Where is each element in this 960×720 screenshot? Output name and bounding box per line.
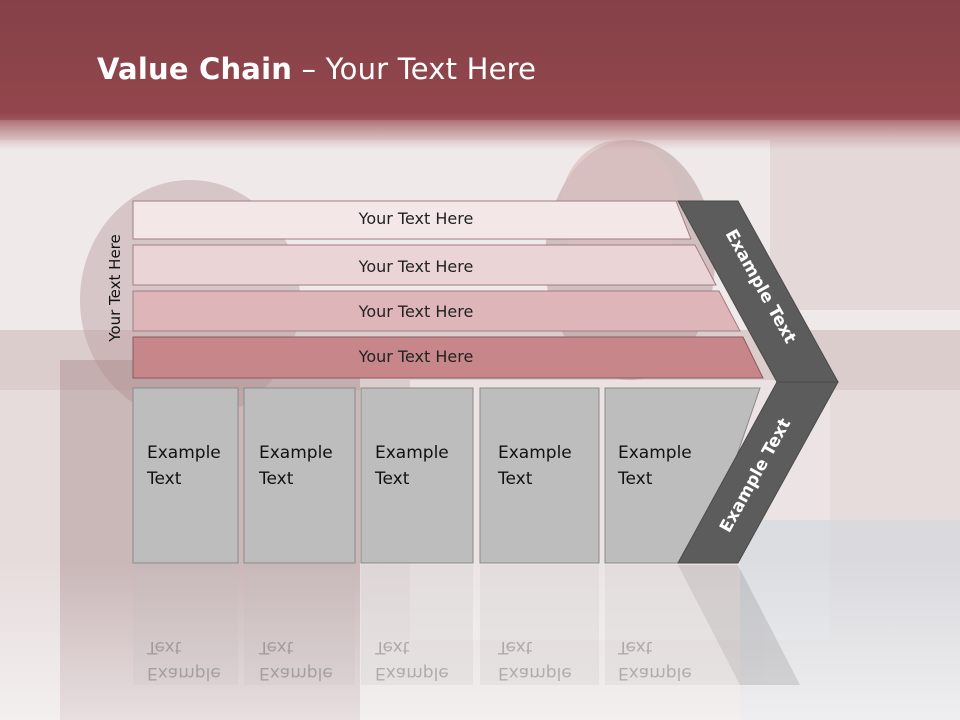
column-label-line2: Text (618, 469, 653, 489)
reflection-shape (133, 565, 238, 685)
column-label: Example Text (618, 440, 718, 492)
column-label-line1: Example (259, 443, 333, 463)
support-activities: Your Text Here Your Text Here Your Text … (132, 200, 764, 379)
reflection (133, 565, 800, 685)
reflection-shape (361, 565, 473, 685)
column-label-line2: Text (259, 469, 294, 489)
row-label: Your Text Here (358, 257, 474, 276)
reflection-shape (480, 565, 599, 685)
row-band[interactable]: Your Text Here (132, 244, 717, 286)
row-shape (132, 290, 741, 332)
reflection-shape (605, 565, 740, 685)
column-label-line2: Text (375, 469, 410, 489)
column-box[interactable] (479, 387, 600, 564)
column-label: Example Text (259, 440, 359, 492)
column-label-line1: Example (498, 443, 572, 463)
row-shape (132, 244, 717, 286)
reflection-shape (244, 565, 355, 685)
column-label-line1: Example (147, 443, 221, 463)
row-label: Your Text Here (358, 347, 474, 366)
column-box[interactable] (243, 387, 356, 564)
slide-title: Value Chain – Your Text Here (97, 52, 536, 86)
row-label: Your Text Here (358, 302, 474, 321)
column-label: Example Text (498, 440, 598, 492)
row-band[interactable]: Your Text Here (132, 200, 692, 240)
column-label-line1: Example (375, 443, 449, 463)
row-band[interactable]: Your Text Here (132, 336, 764, 379)
column-label: Example Text (375, 440, 475, 492)
column-box[interactable] (360, 387, 474, 564)
column-label: Example Text (147, 440, 247, 492)
column-label-line1: Example (618, 443, 692, 463)
row-band[interactable]: Your Text Here (132, 290, 741, 332)
title-bold: Value Chain (97, 52, 293, 86)
row-label: Your Text Here (358, 209, 474, 228)
title-rest: – Your Text Here (292, 52, 537, 86)
column-box[interactable] (132, 387, 239, 564)
primary-activities (132, 387, 761, 564)
row-shape (132, 200, 692, 240)
column-label-line2: Text (498, 469, 533, 489)
reflection-arrow (678, 565, 800, 685)
arrow-lower-shape (677, 381, 839, 564)
column-label-line2: Text (147, 469, 182, 489)
row-shape (132, 336, 764, 379)
